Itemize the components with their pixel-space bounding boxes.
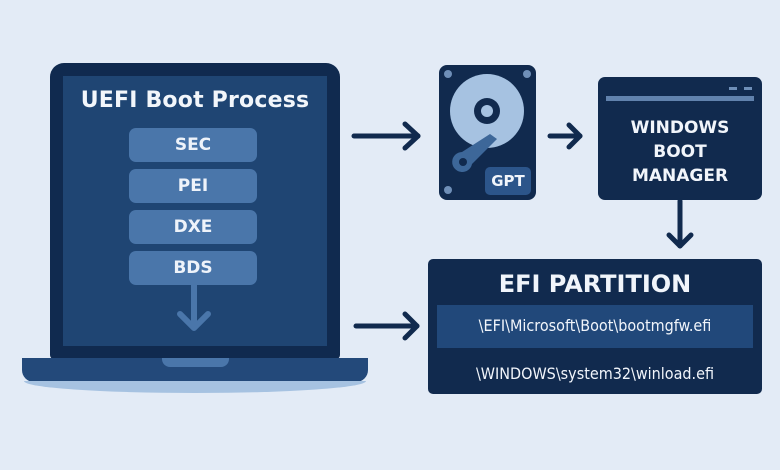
efi-partition-title: EFI PARTITION (498, 270, 692, 298)
boot-manager-line: BOOT (653, 142, 707, 162)
stage-sec: SEC (129, 128, 257, 162)
arrow-right-icon (547, 122, 583, 150)
gpt-badge: GPT (485, 167, 531, 195)
stage-bds: BDS (129, 251, 257, 285)
bds-down-arrow-icon (177, 282, 211, 331)
laptop-shadow (24, 381, 366, 393)
disk-screws (444, 70, 531, 194)
laptop-notch (162, 358, 229, 367)
stage-dxe: DXE (129, 210, 257, 244)
bootmgfw-path: \EFI\Microsoft\Boot\bootmgfw.efi (478, 316, 712, 335)
efi-path-highlight (437, 305, 753, 348)
winload-path: \WINDOWS\system32\winload.efi (475, 364, 715, 383)
disk-platter-icon (450, 74, 524, 172)
boot-manager-line: WINDOWS (630, 118, 730, 138)
uefi-title: UEFI Boot Process (80, 88, 310, 113)
boot-manager-line: MANAGER (631, 166, 729, 186)
arrow-right-icon (353, 311, 420, 341)
stage-pei: PEI (129, 169, 257, 203)
boot-manager-label: WINDOWS BOOT MANAGER (598, 116, 762, 188)
arrow-down-icon (666, 198, 694, 249)
arrow-right-icon (351, 121, 421, 151)
window-title-bar (606, 96, 754, 101)
window-controls-icon (729, 87, 752, 90)
